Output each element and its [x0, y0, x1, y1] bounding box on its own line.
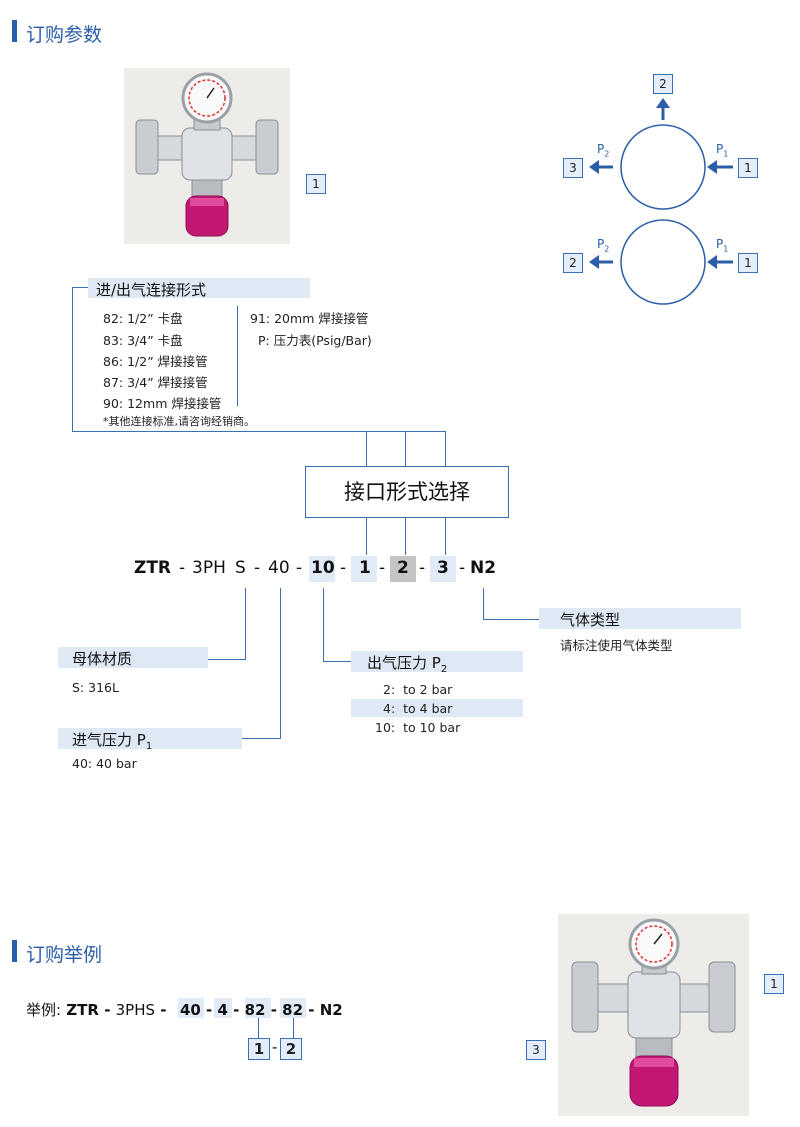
- dash: -: [459, 558, 466, 578]
- model-code-p2: 10: [311, 558, 335, 578]
- body-material-band: [58, 647, 208, 668]
- connector-line: [293, 1018, 294, 1038]
- highlight-c1: [351, 556, 377, 582]
- connector-line: [483, 588, 484, 620]
- example-highlight-c1: [245, 998, 271, 1018]
- outlet-pressure-band: [351, 651, 523, 672]
- p2-label: P2: [597, 237, 610, 254]
- option-item: 82: 1/2” 卡盘: [103, 311, 183, 326]
- connector-line: [405, 517, 406, 555]
- port-number-box: 1: [306, 174, 326, 194]
- example-line: 举例: ZTR - 3PHS - 40 - 4 - 82 - 82 - N2: [26, 1001, 343, 1019]
- connector-line: [72, 287, 73, 432]
- divider-line: [237, 306, 238, 406]
- p2-label: P2: [597, 142, 610, 159]
- example-highlight-p2: [214, 998, 232, 1018]
- connector-line: [366, 431, 367, 467]
- model-code-series: 3PH: [192, 558, 226, 578]
- connector-line: [323, 588, 324, 662]
- dash: -: [296, 558, 303, 578]
- port-number-box: 2: [563, 253, 583, 273]
- section-title-order-example: 订购举例: [26, 944, 103, 966]
- connector-line: [445, 517, 446, 555]
- regulator-image: [571, 918, 736, 1107]
- connector-line: [72, 287, 88, 288]
- option-item: 86: 1/2” 焊接接管: [103, 354, 208, 369]
- gas-type-title: 气体类型: [560, 611, 621, 629]
- body-circle-lower: [620, 219, 706, 305]
- p1-label: P1: [716, 237, 729, 254]
- highlight-c2: [390, 556, 416, 582]
- connector-line: [72, 431, 446, 432]
- option-item: 4: to 4 bar: [383, 701, 453, 716]
- product-photo: [124, 68, 290, 244]
- port-diagram: [589, 98, 733, 305]
- body-circle-upper: [620, 124, 706, 210]
- port-number-box: 1: [738, 253, 758, 273]
- example-sub-box-left: 1: [248, 1038, 270, 1060]
- connector-line: [280, 588, 281, 739]
- gas-type-note: 请标注使用气体类型: [560, 638, 673, 653]
- connector-line: [208, 659, 246, 660]
- port-number-box: 3: [563, 158, 583, 178]
- model-code-c2: 2: [397, 558, 409, 578]
- dash: -: [340, 558, 347, 578]
- product-photo-example: [558, 914, 749, 1116]
- model-code-p1: 40: [268, 558, 290, 578]
- highlight-p2: [309, 556, 335, 582]
- port-select-label: 接口形式选择: [344, 480, 470, 504]
- port-number-box: 2: [653, 74, 673, 94]
- connector-line: [483, 619, 539, 620]
- regulator-image: [135, 72, 279, 237]
- connector-line: [405, 431, 406, 467]
- dash: -: [179, 558, 186, 578]
- example-highlight-c2: [280, 998, 306, 1018]
- section-marker: [12, 940, 17, 962]
- connector-line: [245, 588, 246, 660]
- connector-line: [445, 431, 446, 467]
- gas-type-band: [539, 608, 741, 629]
- port-select-box: 接口形式选择: [305, 466, 509, 518]
- dash: -: [379, 558, 386, 578]
- option-item: 83: 3/4” 卡盘: [103, 333, 183, 348]
- highlight-c3: [430, 556, 456, 582]
- option-item: 87: 3/4” 焊接接管: [103, 375, 208, 390]
- option-item: 90: 12mm 焊接接管: [103, 396, 222, 411]
- model-code-c1: 1: [359, 558, 371, 578]
- port-number-box: 1: [738, 158, 758, 178]
- option-item: 2: to 2 bar: [383, 682, 453, 697]
- connector-line: [258, 1018, 259, 1038]
- example-highlight-p1: [178, 998, 204, 1018]
- model-code-c3: 3: [437, 558, 449, 578]
- dash: -: [419, 558, 426, 578]
- model-code-ztr: ZTR: [134, 558, 172, 578]
- example-sub-box-right: 2: [280, 1038, 302, 1060]
- dash: -: [272, 1038, 278, 1056]
- dash: -: [254, 558, 261, 578]
- connector-line: [323, 661, 351, 662]
- section-title-order-params: 订购参数: [26, 24, 103, 46]
- inlet-pressure-band: [58, 728, 242, 749]
- option-item: 91: 20mm 焊接接管: [250, 311, 369, 326]
- p1-label: P1: [716, 142, 729, 159]
- model-code-gas: N2: [470, 558, 497, 578]
- option-item: P: 压力表(Psig/Bar): [258, 333, 372, 348]
- section-marker: [12, 20, 17, 42]
- outlet-pressure-highlight: [351, 699, 523, 717]
- inlet-pressure-title: 进气压力 P1: [72, 731, 153, 752]
- connector-line: [242, 738, 281, 739]
- inlet-pressure-option: 40: 40 bar: [72, 756, 137, 771]
- body-material-title: 母体材质: [72, 650, 133, 668]
- port-number-box: 1: [764, 974, 784, 994]
- connection-title-band: [88, 278, 310, 298]
- connector-line: [366, 517, 367, 555]
- connection-title: 进/出气连接形式: [96, 281, 207, 299]
- option-item: 10: to 10 bar: [375, 720, 461, 735]
- outlet-pressure-title: 出气压力 P2: [367, 654, 448, 675]
- body-material-option: S: 316L: [72, 680, 119, 695]
- model-code-material: S: [235, 558, 246, 578]
- port-number-box: 3: [526, 1040, 546, 1060]
- connection-note: *其他连接标准,请咨询经销商。: [103, 415, 255, 428]
